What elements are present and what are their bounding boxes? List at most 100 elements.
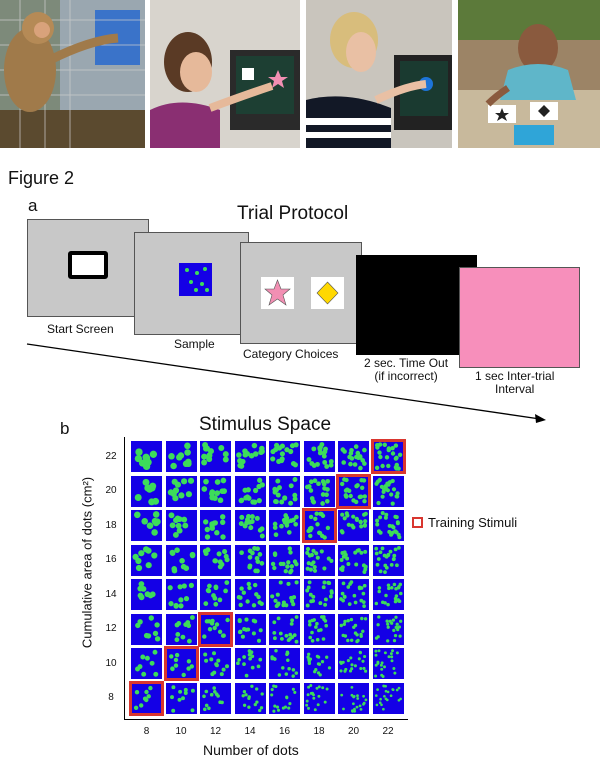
- dot-pattern: [169, 684, 195, 713]
- stimulus-cell: [269, 682, 300, 714]
- panel-a-title: Trial Protocol: [237, 203, 349, 224]
- step-label-choices: Category Choices: [243, 347, 339, 361]
- x-tick-label: 8: [143, 726, 150, 737]
- dot-pattern: [373, 649, 399, 678]
- dot-pattern: [339, 650, 368, 673]
- stimulus-cell: [301, 508, 337, 543]
- y-axis-label: Cumulative area of dots (cm²): [80, 448, 95, 678]
- iti-screen: [459, 267, 580, 368]
- stimulus-cell: [131, 648, 162, 679]
- step-label-sample: Sample: [174, 337, 215, 351]
- dot-pattern: [167, 477, 194, 501]
- stimulus-cell: [303, 682, 335, 714]
- dot-pattern: [135, 649, 159, 677]
- dot-pattern: [235, 442, 265, 469]
- y-tick-label: 8: [108, 692, 114, 703]
- dot-pattern: [340, 444, 367, 471]
- dot-pattern: [203, 651, 230, 677]
- stimulus-cell: [372, 475, 404, 507]
- stimulus-cell: [336, 473, 371, 509]
- dot-pattern: [168, 652, 194, 678]
- stimulus-cell: [234, 613, 266, 645]
- dot-pattern: [270, 684, 297, 713]
- dot-pattern: [374, 614, 402, 643]
- dot-pattern: [134, 478, 160, 505]
- x-tick-label: 10: [175, 726, 187, 737]
- stimulus-cell: [200, 510, 231, 541]
- panel-b-title: Stimulus Space: [199, 414, 332, 435]
- stimulus-cell: [269, 475, 300, 507]
- legend-swatch: [412, 517, 423, 528]
- dot-pattern: [270, 580, 299, 609]
- stimulus-cell: [372, 510, 404, 541]
- stimulus-cell: [165, 441, 197, 472]
- stimulus-cell: [372, 613, 404, 645]
- dot-pattern: [132, 545, 158, 571]
- stimulus-cell: [269, 613, 300, 645]
- dot-pattern: [304, 477, 330, 506]
- dot-pattern: [173, 614, 195, 644]
- x-axis-label: Number of dots: [203, 742, 299, 758]
- dot-pattern: [304, 546, 333, 573]
- stimulus-cell: [234, 682, 266, 714]
- dot-pattern: [305, 511, 330, 540]
- sample-stimulus: [179, 263, 212, 296]
- dot-pattern: [241, 684, 264, 712]
- dot-pattern: [237, 617, 263, 643]
- y-axis-label-text: Cumulative area of dots (cm²): [79, 476, 95, 649]
- stimulus-cell: [131, 441, 162, 472]
- step-label-start: Start Screen: [47, 322, 114, 336]
- y-tick-label: 16: [105, 554, 117, 565]
- star-choice: [261, 277, 294, 309]
- stimulus-cell: [269, 441, 300, 472]
- legend-label: Training Stimuli: [428, 515, 518, 530]
- stimulus-cell: [165, 682, 197, 714]
- stimulus-cell: [131, 613, 162, 645]
- dot-pattern: [238, 477, 265, 505]
- stimulus-cell: [338, 682, 369, 714]
- diamond-choice: [311, 277, 344, 309]
- stimulus-cell: [338, 613, 369, 645]
- y-tick-label: 12: [105, 623, 117, 634]
- stimulus-cell: [338, 510, 369, 541]
- stimulus-cell: [131, 475, 162, 507]
- y-tick-label: 22: [105, 450, 117, 462]
- stimulus-cell: [338, 579, 369, 610]
- stimulus-cell: [234, 510, 266, 541]
- x-tick-label: 18: [313, 726, 325, 737]
- time-arrow: [26, 343, 546, 423]
- stimulus-cell: [131, 579, 162, 610]
- y-tick-label: 14: [105, 588, 117, 600]
- legend: Training Stimuli: [412, 515, 517, 530]
- step-label-timeout: 2 sec. Time Out (if incorrect): [364, 356, 449, 383]
- stimulus-cell: [200, 648, 231, 679]
- dot-pattern: [201, 442, 229, 466]
- dot-pattern: [238, 514, 265, 539]
- tablet-icon: [68, 251, 108, 279]
- stimulus-cell: [338, 648, 369, 679]
- dot-pattern: [201, 477, 228, 503]
- dot-pattern: [272, 513, 299, 538]
- y-tick-label: 20: [105, 485, 117, 496]
- dot-pattern: [272, 476, 298, 506]
- dot-pattern: [339, 547, 368, 574]
- dot-pattern: [137, 581, 156, 601]
- stimulus-cell: [200, 441, 231, 472]
- photo-woman-cards: [458, 0, 600, 148]
- y-tick-label: 18: [105, 519, 117, 531]
- stimulus-cell: [303, 441, 335, 472]
- dot-pattern: [340, 685, 368, 713]
- dot-pattern: [235, 649, 262, 678]
- dot-pattern: [307, 614, 328, 643]
- x-tick-label: 16: [278, 726, 291, 737]
- diamond-icon: [316, 281, 339, 305]
- dot-pattern: [134, 448, 158, 471]
- stimulus-cell: [372, 648, 404, 679]
- choices-screen: [240, 242, 362, 344]
- stimulus-cell: [129, 680, 164, 716]
- dot-pattern: [374, 684, 402, 711]
- dot-pattern: [373, 545, 401, 574]
- dot-pattern: [374, 442, 402, 471]
- stimulus-cell: [234, 475, 266, 507]
- stimulus-cell: [163, 646, 199, 681]
